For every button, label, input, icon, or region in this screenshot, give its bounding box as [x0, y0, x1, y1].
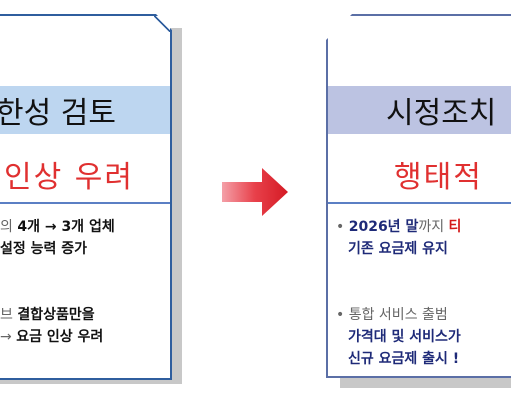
right-bullet-1-normal: 까지	[418, 219, 449, 235]
left-card: 한성 검토 인상 우려 의 4개 → 3개 업체 설정 능력 증가 브 결합상품…	[0, 14, 172, 380]
right-bullet-2-line1: 통합 서비스 출범	[348, 307, 448, 323]
right-bullet-2-line3: 신규 요금제 출시 !	[348, 348, 459, 370]
left-line-3: 브 결합상품만을	[0, 304, 95, 326]
bullet-dot: •	[336, 307, 345, 323]
right-card-header: 시정조치	[328, 86, 511, 134]
right-card-divider	[328, 202, 511, 204]
left-line-1-a: 의	[0, 219, 18, 235]
right-bullet-2-line3-text: 신규 요금제 출시 !	[348, 351, 460, 367]
left-card-subheader: 인상 우려	[4, 160, 134, 195]
left-line-2-b: 설정 능력 증가	[0, 241, 88, 257]
right-bullet-2: • 통합 서비스 출범	[336, 304, 448, 326]
right-card-subheader: 행태적	[394, 160, 483, 195]
left-line-4-a: →	[0, 329, 17, 345]
bullet-dot: •	[336, 219, 345, 235]
left-line-2: 설정 능력 증가	[0, 238, 87, 260]
right-card: 시정조치 행태적 • 2026년 말까지 티 기존 요금제 유지 • 통합 서비…	[326, 14, 511, 378]
left-line-1-b: 4개 → 3개 업체	[17, 219, 115, 235]
right-bullet-2-line2-text: 가격대 및 서비스가	[348, 329, 461, 345]
right-bullet-1-bold: 2026년 말	[348, 219, 419, 235]
left-line-4: → 요금 인상 우려	[0, 326, 103, 348]
right-bullet-1-line2-text: 기존 요금제 유지	[348, 241, 448, 257]
left-line-1: 의 4개 → 3개 업체	[0, 216, 115, 238]
left-card-header: 한성 검토	[0, 86, 170, 134]
right-arrow-icon	[222, 168, 288, 216]
left-line-3-a: 브	[0, 307, 18, 323]
right-bullet-1: • 2026년 말까지 티	[336, 216, 461, 238]
left-line-3-b: 결합상품만을	[17, 307, 95, 323]
left-line-4-b: 요금 인상 우려	[16, 329, 104, 345]
left-card-header-text: 한성 검토	[0, 96, 116, 131]
left-card-divider	[0, 202, 170, 204]
right-bullet-2-line2: 가격대 및 서비스가	[348, 326, 461, 348]
right-bullet-1-red: 티	[448, 219, 462, 235]
right-bullet-1-line2: 기존 요금제 유지	[348, 238, 448, 260]
right-card-header-text: 시정조치	[386, 96, 497, 131]
